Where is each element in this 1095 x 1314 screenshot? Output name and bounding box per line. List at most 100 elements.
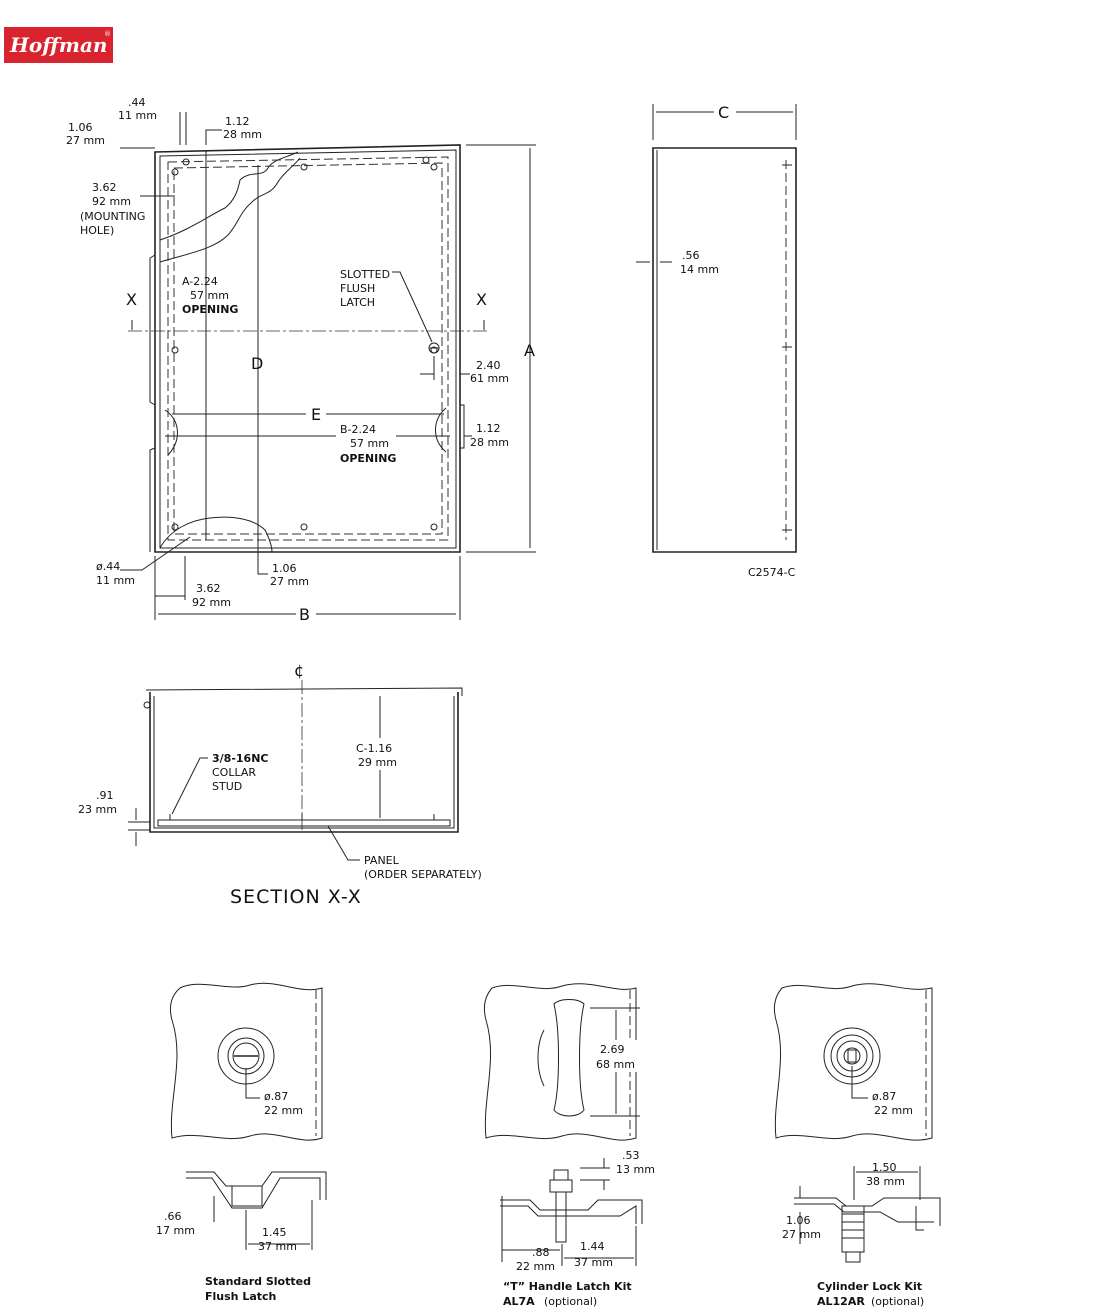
latch-offset-mm: 61 mm	[470, 372, 509, 385]
label-d: D	[251, 354, 263, 373]
latch-t-handle: 2.69 68 mm .53 13 mm .88 22 mm 1.44 37 m…	[483, 983, 655, 1308]
latch2-dim-a-in: .53	[622, 1149, 640, 1162]
latch1-caption-2: Flush Latch	[205, 1290, 276, 1303]
latch2-handle-mm: 68 mm	[596, 1058, 635, 1071]
right-cutout	[435, 407, 447, 453]
stud-dim-in: .91	[96, 789, 114, 802]
hole-offset-in: .44	[128, 96, 146, 109]
latch3-dia-mm: 22 mm	[874, 1104, 913, 1117]
latch2-knob	[549, 1179, 573, 1193]
panel-label-1: PANEL	[364, 854, 400, 867]
latch2-dim-b-mm: 22 mm	[516, 1260, 555, 1273]
enclosure-inner-outline	[159, 149, 457, 549]
inner-panel-dashed-2	[173, 162, 443, 535]
bottom-2-in: 3.62	[196, 582, 221, 595]
latch1-dia-mm: 22 mm	[264, 1104, 303, 1117]
latch3-profile-top	[794, 1197, 941, 1226]
depth-mm: 29 mm	[358, 756, 397, 769]
latch-label-1: SLOTTED	[340, 268, 390, 281]
label-e: E	[311, 405, 321, 424]
opening-a-mm: 57 mm	[190, 289, 229, 302]
latch3-profile-bottom	[794, 1203, 934, 1223]
latch1-dim-b-in: 1.45	[262, 1226, 287, 1239]
hole-offset-mm: 11 mm	[118, 109, 157, 122]
section-view: ¢ C-1.16 29 mm 3/8-16NC COLLAR STUD .91 …	[78, 661, 482, 908]
right-flange	[460, 404, 465, 449]
flange-in: .56	[682, 249, 700, 262]
section-body	[149, 692, 459, 833]
latch2-dim-c-in: 1.44	[580, 1240, 605, 1253]
logo-background	[4, 27, 113, 63]
latch3-dim-b-mm: 27 mm	[782, 1228, 821, 1241]
latch2-profile-top	[500, 1199, 643, 1224]
side-1-in: 1.12	[476, 422, 501, 435]
label-c: C	[718, 103, 729, 122]
latch3-keyway	[847, 1049, 857, 1063]
stud-leader	[171, 757, 208, 815]
opening-b-mm: 57 mm	[350, 437, 389, 450]
stud-dim-mm: 23 mm	[78, 803, 117, 816]
side-outline	[652, 147, 797, 553]
latch2-handle	[553, 999, 585, 1117]
label-a: A	[524, 341, 535, 360]
latch2-caption-1: “T” Handle Latch Kit	[503, 1280, 632, 1293]
latch3-dim-a-mm: 38 mm	[866, 1175, 905, 1188]
mounting-holes	[171, 156, 438, 531]
enclosure-outline	[154, 144, 461, 553]
latch2-optional: (optional)	[544, 1295, 597, 1308]
section-marker-right: X	[476, 290, 487, 309]
latch2-boss	[537, 1029, 545, 1087]
label-b: B	[299, 605, 310, 624]
mount-hole-note1: (MOUNTING	[80, 210, 145, 223]
bottom-1-in: 1.06	[272, 562, 297, 575]
hole-dia-mm: 11 mm	[96, 574, 135, 587]
latch3-cylinder-body	[841, 1205, 865, 1253]
panel-label-2: (ORDER SEPARATELY)	[364, 868, 482, 881]
cutaway-line-lower	[159, 516, 273, 553]
left-cutout	[164, 409, 178, 456]
section-hinge	[143, 701, 151, 709]
top-1-mm: 27 mm	[66, 134, 105, 147]
left-flange-upper	[149, 254, 156, 406]
section-panel	[157, 819, 451, 827]
opening-b-in: B-2.24	[340, 423, 376, 436]
latch2-caption-2: AL7A	[503, 1295, 535, 1308]
latch3-dia-leader	[851, 1066, 868, 1099]
latch1-dim-a-mm: 17 mm	[156, 1224, 195, 1237]
top-2-leader	[205, 129, 222, 145]
latch2-profile-bottom	[500, 1205, 637, 1224]
depth-in: C-1.16	[356, 742, 392, 755]
latch1-profile-bottom	[186, 1177, 321, 1209]
top-2-mm: 28 mm	[223, 128, 262, 141]
latch3-optional: (optional)	[871, 1295, 924, 1308]
latch-leader	[392, 271, 433, 343]
latch3-caption-1: Cylinder Lock Kit	[817, 1280, 922, 1293]
latch2-handle-in: 2.69	[600, 1043, 625, 1056]
hole-dia-leader	[120, 536, 191, 571]
cutaway-line-upper-2	[159, 157, 301, 263]
latch-cylinder: ø.87 22 mm 1.50 38 mm 1.06 27 mm Cylinde…	[773, 983, 941, 1308]
section-title: SECTION X-X	[230, 886, 362, 908]
side-1-mm: 28 mm	[470, 436, 509, 449]
stud-label-2: COLLAR	[212, 766, 256, 779]
latch3-cam	[915, 1206, 924, 1231]
latch1-dim-b-mm: 37 mm	[258, 1240, 297, 1253]
latch3-dim-a-in: 1.50	[872, 1161, 897, 1174]
latch2-panel	[483, 983, 637, 1141]
latch1-dim-a-in: .66	[164, 1210, 182, 1223]
opening-b-note: OPENING	[340, 452, 396, 465]
latch2-dim-c-mm: 37 mm	[574, 1256, 613, 1269]
hole-dia-in: ø.44	[96, 560, 120, 573]
flange-mm: 14 mm	[680, 263, 719, 276]
latch3-dia-in: ø.87	[872, 1090, 896, 1103]
latch3-panel	[773, 983, 933, 1141]
bottom-1-leader	[257, 540, 268, 575]
opening-a-in: A-2.24	[182, 275, 218, 288]
latch1-caption-1: Standard Slotted	[205, 1275, 311, 1288]
logo-text: Hoffman	[9, 33, 107, 57]
latch1-panel	[169, 982, 323, 1141]
section-inner	[153, 696, 455, 829]
latch2-dim-b-in: .88	[532, 1246, 550, 1259]
latch2-dim-a-mm: 13 mm	[616, 1163, 655, 1176]
